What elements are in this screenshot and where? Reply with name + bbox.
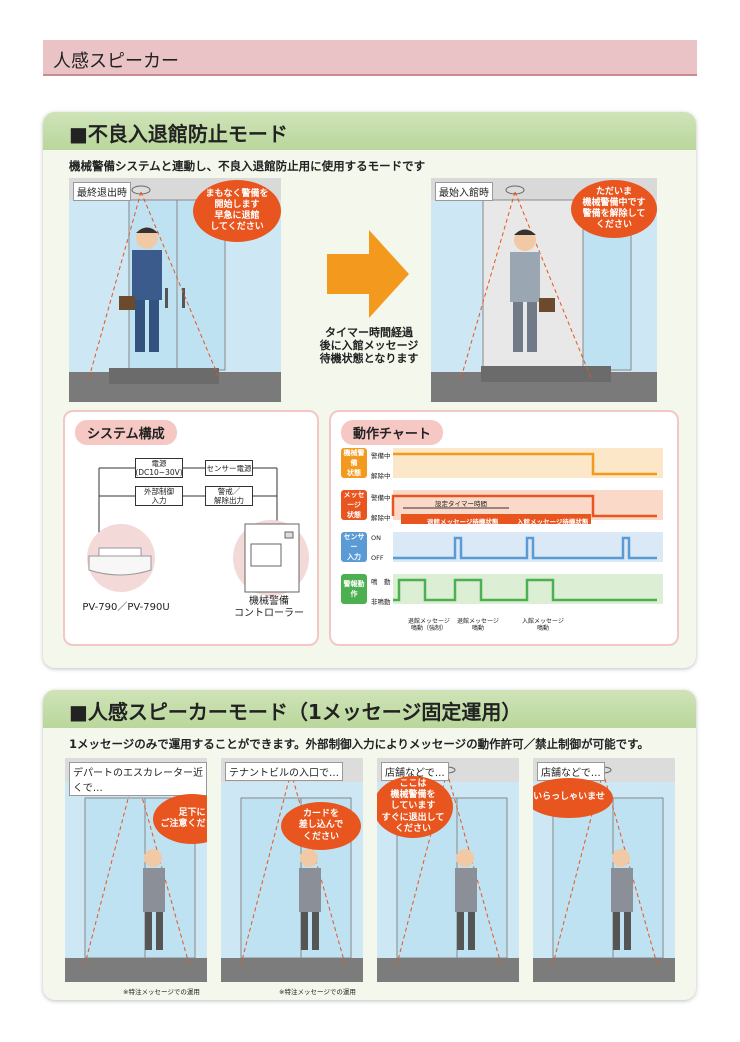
section-lead: 機械警備システムと連動し、不良入退館防止用に使用するモードです xyxy=(69,159,426,173)
orange-arrow-icon xyxy=(327,230,409,318)
enter-wait-label: 入館メッセージ待機状態 xyxy=(517,518,589,526)
level-low-label: OFF xyxy=(371,554,384,562)
speech-bubble: いらっしゃいませ xyxy=(533,778,613,818)
level-low-label: 解除中 xyxy=(371,472,391,480)
alarm-output-box: 警戒／ 解除出力 xyxy=(205,486,253,506)
page-title-bar: 人感スピーカー xyxy=(43,40,697,76)
speaker-mode-section: ■人感スピーカーモード（1メッセージ固定運用） 1メッセージのみで運用することが… xyxy=(43,690,696,1000)
scene-tag: テナントビルの入口で… xyxy=(225,762,343,781)
timing-chart xyxy=(391,448,663,604)
system-panel: システム構成 電源 (DC10~30V) センサー電源 外部制御 入力 警戒／ … xyxy=(63,410,319,646)
scene-tag: 最終退出時 xyxy=(73,182,131,201)
section-title: ■人感スピーカーモード（1メッセージ固定運用） xyxy=(69,700,522,724)
chart-waveform xyxy=(393,536,657,560)
chart-row-label: センサー 入力 xyxy=(341,532,367,562)
annotation: 退館メッセージ 鳴動 xyxy=(457,618,499,633)
section-title: ■不良入退館防止モード xyxy=(69,122,288,146)
level-high-label: 鳴 動 xyxy=(371,578,391,586)
annotation: 入館メッセージ 鳴動 xyxy=(522,618,564,633)
system-wiring-diagram xyxy=(87,467,309,596)
speech-bubble: 足下に ご注意ください xyxy=(153,794,207,844)
panel-label: システム構成 xyxy=(75,420,177,445)
exit-wait-label: 退館メッセージ待機状態 xyxy=(427,518,499,526)
controller-label: 機械警備 コントローラー xyxy=(234,596,304,619)
level-low-label: 解除中 xyxy=(371,514,391,522)
power-box: 電源 (DC10~30V) xyxy=(135,458,183,478)
scene-last-exit: 最終退出時 まもなく警備を 開始します 早急に退館 してください xyxy=(69,178,281,402)
scene-first-entry: 最始入館時 ただいま 機械警備中です 警備を解除して ください xyxy=(431,178,657,402)
usage-scene: 店舗などで…ここは 機械警備を しています すぐに退出して ください xyxy=(377,758,519,982)
speech-bubble: カードを 差し込んで ください xyxy=(281,802,361,850)
scene-tag: 最始入館時 xyxy=(435,182,493,201)
chart-waveform xyxy=(391,494,657,518)
speech-bubble: ただいま 機械警備中です 警備を解除して ください xyxy=(571,180,657,238)
external-control-box: 外部制御 入力 xyxy=(135,486,183,506)
level-high-label: ON xyxy=(371,534,381,542)
chart-waveform xyxy=(393,452,657,476)
sensor-power-box: センサー電源 xyxy=(205,460,253,476)
chart-row-label: 警報動作 xyxy=(341,574,367,604)
usage-scene: テナントビルの入口で… カードを 差し込んで ください xyxy=(221,758,363,982)
speech-bubble: まもなく警備を 開始します 早急に退館 してください xyxy=(193,180,281,242)
level-high-label: 警備中 xyxy=(371,494,391,502)
speech-bubble: ここは 機械警備を しています すぐに退出して ください xyxy=(377,776,453,838)
chart-panel: 動作チャート 機械警備 状態警備中解除中メッセージ 状態警備中解除中センサー 入… xyxy=(329,410,679,646)
custom-message-note: ※特注メッセージでの運用 xyxy=(123,988,200,996)
wait-state-bar xyxy=(401,514,591,524)
chart-waveform xyxy=(393,578,657,602)
usage-scene: 店舗などで…いらっしゃいませ xyxy=(533,758,675,982)
scene-illustration xyxy=(221,758,363,982)
timer-label: 設定タイマー時間 xyxy=(435,500,487,508)
usage-scene: デパートのエスカレーター近くで…足下に ご注意ください xyxy=(65,758,207,982)
level-high-label: 警備中 xyxy=(371,452,391,460)
scene-illustration xyxy=(533,758,675,982)
security-mode-section: ■不良入退館防止モード 機械警備システムと連動し、不良入退館防止用に使用するモー… xyxy=(43,112,696,668)
chart-row-label: 機械警備 状態 xyxy=(341,448,367,478)
arrow-caption: タイマー時間経過 後に入館メッセージ 待機状態となります xyxy=(319,326,419,366)
panel-label: 動作チャート xyxy=(341,420,443,445)
speaker-model: PV-790／PV-790U xyxy=(82,602,170,613)
level-low-label: 非鳴動 xyxy=(371,598,391,606)
section-lead: 1メッセージのみで運用することができます。外部制御入力によりメッセージの動作許可… xyxy=(69,737,650,751)
scene-tag: デパートのエスカレーター近くで… xyxy=(69,762,207,796)
annotation: 退館メッセージ 鳴動（強制） xyxy=(408,618,450,633)
chart-row-label: メッセージ 状態 xyxy=(341,490,367,520)
section-header: ■不良入退館防止モード xyxy=(43,112,696,150)
page-title: 人感スピーカー xyxy=(53,51,179,72)
section-header: ■人感スピーカーモード（1メッセージ固定運用） xyxy=(43,690,696,728)
custom-message-note: ※特注メッセージでの運用 xyxy=(279,988,356,996)
